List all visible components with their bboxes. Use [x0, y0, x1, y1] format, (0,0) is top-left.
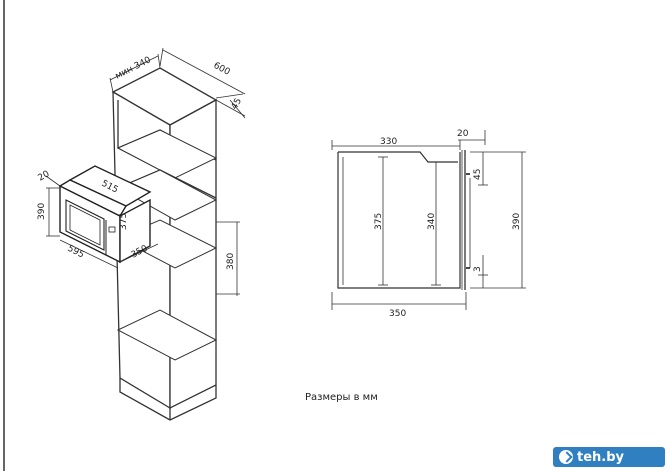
dim-20-label: 20	[37, 169, 52, 184]
side-dimension-lines	[331, 130, 526, 310]
iso-dimension-lines	[45, 47, 246, 296]
dim-600-label: 600	[212, 61, 232, 78]
microwave-iso	[58, 165, 152, 264]
side-dim-20-label: 20	[457, 129, 469, 139]
watermark-badge: teh.by	[553, 447, 665, 467]
dim-380-label: 380	[226, 253, 236, 270]
side-view	[337, 150, 471, 290]
units-caption: Размеры в мм	[305, 392, 378, 403]
side-dim-375-label: 375	[374, 213, 384, 230]
dim-595-label: 595	[66, 244, 86, 261]
checkmark-icon	[559, 450, 573, 464]
side-dim-390-label: 390	[512, 213, 522, 230]
side-dim-350-label: 350	[389, 309, 406, 319]
dim-375-label: 375	[119, 213, 129, 230]
side-dim-45-label: 45	[473, 169, 483, 180]
side-dim-340-label: 340	[427, 213, 437, 230]
side-dim-3-label: 3	[473, 266, 483, 272]
dim-45-label: 45	[230, 97, 244, 112]
watermark-text: teh.by	[577, 449, 625, 465]
dim-390-label: 390	[37, 203, 47, 220]
side-dim-330-label: 330	[380, 137, 397, 147]
